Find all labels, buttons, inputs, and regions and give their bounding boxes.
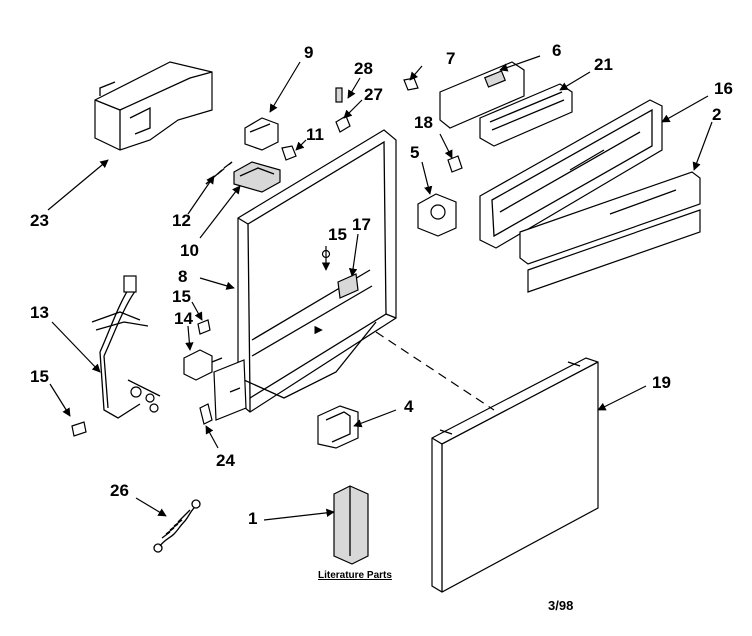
callout-14: 14 (174, 309, 193, 328)
callout-15-b: 15 (30, 367, 49, 386)
hinge-clip-part (199, 403, 213, 425)
callout-labels: 9 28 27 11 12 10 8 15 14 13 15 23 24 15 … (30, 41, 733, 528)
callout-11: 11 (306, 125, 324, 144)
spring-part (153, 499, 201, 553)
callout-2: 2 (712, 105, 721, 124)
callout-23: 23 (30, 211, 49, 230)
callout-18: 18 (414, 113, 433, 132)
callout-12: 12 (172, 211, 191, 230)
door-switch-part (183, 349, 223, 381)
top-cover-part (94, 61, 213, 151)
callout-21: 21 (594, 55, 613, 74)
inner-door-frame-part (213, 129, 397, 421)
callout-15-a: 15 (172, 287, 191, 306)
wire-harness-part (91, 275, 161, 419)
callout-13: 13 (30, 303, 49, 322)
control-parts (403, 61, 573, 237)
literature-parts-label: Literature Parts (318, 570, 392, 581)
callout-28: 28 (354, 59, 373, 78)
callout-5: 5 (410, 143, 419, 162)
control-panel-strip-part (519, 171, 701, 293)
callout-9: 9 (304, 43, 313, 62)
literature-part (333, 485, 369, 565)
callout-10: 10 (180, 241, 199, 260)
leader-lines (47, 55, 713, 521)
date-code: 3/98 (548, 598, 573, 613)
callout-4: 4 (404, 397, 414, 416)
callout-17: 17 (352, 215, 371, 234)
callout-7: 7 (446, 49, 455, 68)
clip-parts (335, 87, 351, 133)
callout-1: 1 (248, 509, 257, 528)
console-panel-part (479, 99, 663, 249)
callout-6: 6 (552, 41, 561, 60)
callout-15-c: 15 (328, 225, 347, 244)
callout-16: 16 (714, 79, 733, 98)
outer-door-panel-part (431, 357, 599, 593)
screw-parts (71, 319, 211, 437)
callout-24: 24 (216, 451, 235, 470)
callout-27: 27 (364, 85, 383, 104)
latch-assembly-part (205, 117, 297, 193)
callout-19: 19 (652, 373, 671, 392)
callout-26: 26 (110, 481, 129, 500)
callout-8: 8 (178, 267, 187, 286)
bracket-part (317, 405, 359, 449)
